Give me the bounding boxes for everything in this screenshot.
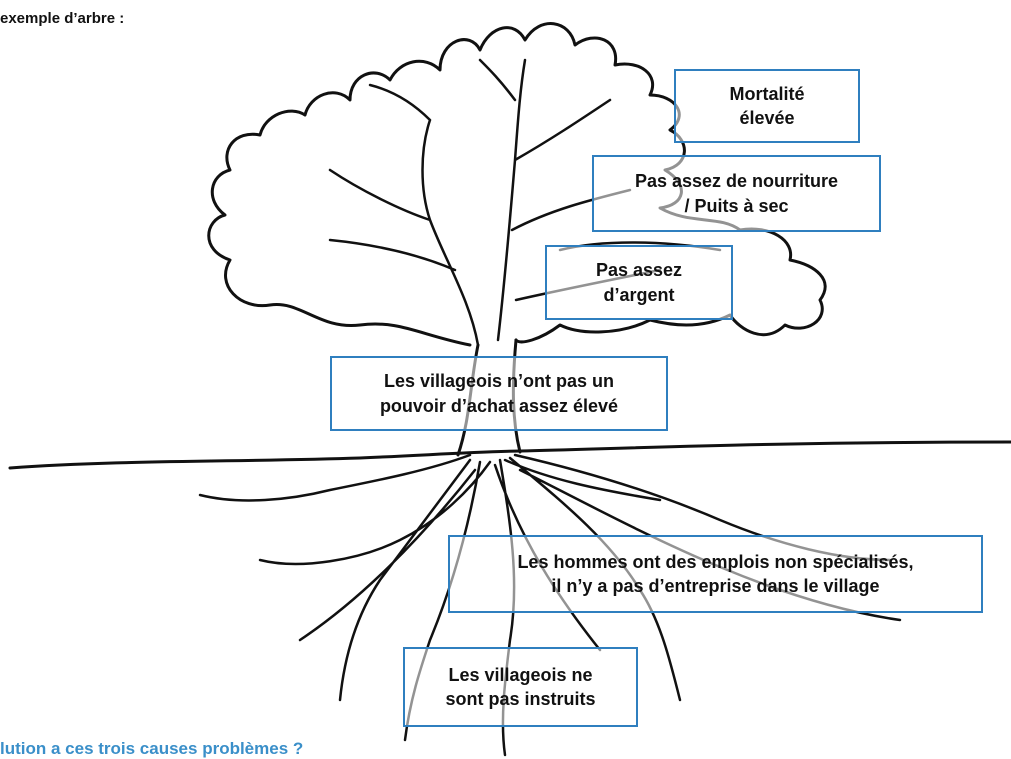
box-text-line: Les villageois n’ont pas un: [380, 369, 618, 393]
box-text-line: Pas assez: [596, 258, 682, 282]
cause-box-nourriture: Pas assez de nourriture/ Puits à sec: [592, 155, 881, 232]
box-text-line: élevée: [729, 106, 804, 130]
box-text-line: Pas assez de nourriture: [635, 169, 838, 193]
box-text-line: / Puits à sec: [635, 194, 838, 218]
heading-label: exemple d’arbre :: [0, 10, 124, 27]
ground-line: [10, 442, 1011, 468]
box-text-line: Les villageois ne: [445, 663, 595, 687]
box-text-line: d’argent: [596, 283, 682, 307]
box-text-line: pouvoir d’achat assez élevé: [380, 394, 618, 418]
box-text-line: Les hommes ont des emplois non spécialis…: [517, 550, 913, 574]
box-text-line: il n’y a pas d’entreprise dans le villag…: [517, 574, 913, 598]
box-text-line: Mortalité: [729, 82, 804, 106]
box-text-line: sont pas instruits: [445, 687, 595, 711]
cause-box-emplois: Les hommes ont des emplois non spécialis…: [448, 535, 983, 613]
footer-question: lution a ces trois causes problèmes ?: [0, 739, 303, 759]
